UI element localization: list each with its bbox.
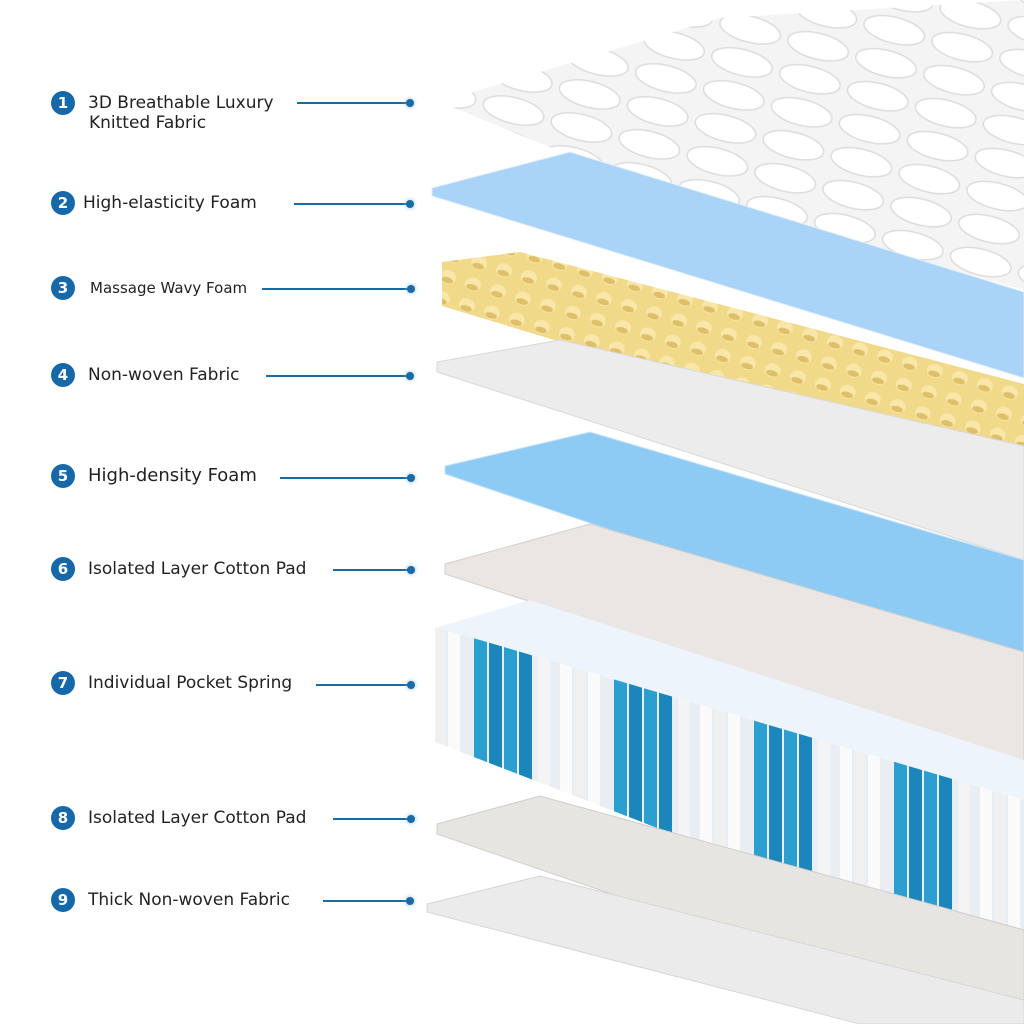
layer-9-thick-non-woven-fabric bbox=[426, 875, 1024, 1024]
leader-line bbox=[262, 288, 412, 290]
number-badge: 3 bbox=[51, 276, 75, 300]
layer-1-knitted-fabric bbox=[440, 0, 1024, 290]
number-badge: 5 bbox=[51, 464, 75, 488]
label-row-4: 4 Non-woven Fabric bbox=[51, 362, 240, 388]
leader-line bbox=[316, 684, 412, 686]
layer-7-pocket-springs-top bbox=[435, 600, 1024, 800]
layer-label: Isolated Layer Cotton Pad bbox=[88, 808, 307, 828]
layer-label-line2: Knitted Fabric bbox=[89, 113, 207, 133]
leader-line bbox=[294, 203, 410, 205]
leader-dot bbox=[407, 285, 415, 293]
label-row-7: 7 Individual Pocket Spring bbox=[51, 670, 292, 696]
layer-label: High-elasticity Foam bbox=[83, 193, 257, 213]
number-badge: 7 bbox=[51, 671, 75, 695]
leader-dot bbox=[406, 99, 414, 107]
leader-dot bbox=[406, 372, 414, 380]
number-badge: 1 bbox=[51, 91, 75, 115]
leader-line bbox=[323, 900, 411, 902]
leader-dot bbox=[407, 681, 415, 689]
label-row-9: 9 Thick Non-woven Fabric bbox=[51, 887, 290, 913]
number-badge: 6 bbox=[51, 557, 75, 581]
leader-dot bbox=[407, 474, 415, 482]
number-badge: 9 bbox=[51, 888, 75, 912]
layer-4-non-woven-fabric bbox=[436, 339, 1024, 561]
leader-line bbox=[333, 818, 412, 820]
layer-label: Individual Pocket Spring bbox=[88, 673, 293, 693]
leader-line bbox=[333, 569, 412, 571]
label-row-6: 6 Isolated Layer Cotton Pad bbox=[51, 556, 306, 582]
layer-label: Thick Non-woven Fabric bbox=[88, 890, 290, 910]
label-row-3: 3 Massage Wavy Foam bbox=[51, 275, 247, 301]
layer-2-high-elasticity-foam bbox=[431, 151, 1024, 379]
layer-label: Massage Wavy Foam bbox=[90, 279, 248, 297]
label-row-8: 8 Isolated Layer Cotton Pad bbox=[51, 805, 306, 831]
leader-line bbox=[280, 477, 412, 479]
leader-dot bbox=[407, 815, 415, 823]
number-badge: 8 bbox=[51, 806, 75, 830]
leader-line bbox=[297, 102, 411, 104]
layer-label: High-density Foam bbox=[88, 465, 257, 486]
label-row-1: 1 3D Breathable Luxury bbox=[51, 90, 274, 116]
layer-label: Non-woven Fabric bbox=[88, 365, 240, 385]
layer-6-cotton-pad bbox=[444, 523, 1024, 763]
leader-dot bbox=[406, 897, 414, 905]
leader-dot bbox=[406, 200, 414, 208]
layer-label: Isolated Layer Cotton Pad bbox=[88, 559, 307, 579]
layer-7-pocket-springs bbox=[435, 628, 1024, 970]
label-row-2: 2 High-elasticity Foam bbox=[51, 190, 257, 216]
leader-dot bbox=[407, 566, 415, 574]
number-badge: 4 bbox=[51, 363, 75, 387]
label-row-5: 5 High-density Foam bbox=[51, 463, 257, 489]
number-badge: 2 bbox=[51, 191, 75, 215]
layer-label: 3D Breathable Luxury bbox=[88, 93, 274, 113]
leader-line bbox=[266, 375, 411, 377]
